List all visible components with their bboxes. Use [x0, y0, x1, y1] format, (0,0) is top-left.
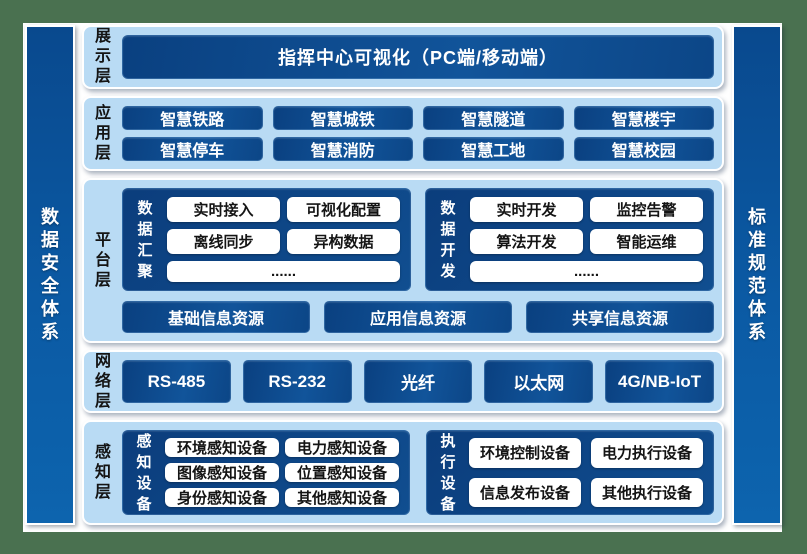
app-box-smart-building: 智慧楼宇	[573, 106, 714, 130]
group-data-development: 数据开发 实时开发 监控告警 算法开发 智能运维 ......	[425, 188, 714, 291]
group-data-aggregation-grid: 实时接入 可视化配置 离线同步 异构数据 ......	[167, 197, 400, 282]
platform-resources: 基础信息资源 应用信息资源 共享信息资源	[122, 301, 714, 333]
pillar-data-security-label: 数据安全体系	[41, 207, 59, 342]
layer-perception-label: 感知层	[94, 443, 111, 501]
feature-box-realtime-access: 实时接入	[167, 197, 280, 222]
layer-display: 展示层 指挥中心可视化（PC端/移动端）	[82, 25, 724, 89]
feature-box-heterogeneous-data: 异构数据	[287, 229, 400, 254]
perception-groups: 感知设备 环境感知设备 电力感知设备 图像感知设备 位置感知设备 身份感知设备 …	[122, 430, 714, 515]
layer-perception-content: 感知设备 环境感知设备 电力感知设备 图像感知设备 位置感知设备 身份感知设备 …	[122, 422, 722, 523]
device-box-info-publish: 信息发布设备	[469, 477, 581, 507]
group-data-aggregation-label-col: 数据汇聚	[123, 197, 167, 282]
layer-application-content: 智慧铁路 智慧城铁 智慧隧道 智慧楼宇 智慧停车 智慧消防 智慧工地 智慧校园	[122, 98, 722, 169]
feature-box-ellipsis: ......	[167, 261, 400, 282]
group-sensing-devices-grid: 环境感知设备 电力感知设备 图像感知设备 位置感知设备 身份感知设备 其他感知设…	[165, 438, 399, 507]
layer-network-label: 网络层	[94, 352, 111, 410]
feature-box-offline-sync: 离线同步	[167, 229, 280, 254]
network-box-fiber: 光纤	[363, 360, 473, 403]
app-box-smart-campus: 智慧校园	[573, 137, 714, 161]
layer-platform: 平台层 数据汇聚 实时接入 可视化配置 离线同步 异构	[82, 178, 724, 343]
device-box-power-sensing: 电力感知设备	[285, 438, 399, 457]
layer-application-label-col: 应用层	[84, 98, 122, 169]
group-data-development-label: 数据开发	[440, 199, 456, 280]
group-data-development-grid: 实时开发 监控告警 算法开发 智能运维 ......	[470, 197, 703, 282]
app-box-smart-fire: 智慧消防	[272, 137, 413, 161]
resource-box-basic-info: 基础信息资源	[122, 301, 310, 333]
feature-box-realtime-dev: 实时开发	[470, 197, 583, 222]
layer-display-label: 展示层	[94, 28, 111, 85]
group-actuator-devices-label: 执行设备	[440, 432, 456, 513]
layer-application-label: 应用层	[94, 104, 111, 162]
layer-platform-label-col: 平台层	[84, 180, 122, 341]
feature-box-monitor-alert: 监控告警	[590, 197, 703, 222]
application-grid: 智慧铁路 智慧城铁 智慧隧道 智慧楼宇 智慧停车 智慧消防 智慧工地 智慧校园	[122, 106, 714, 161]
device-box-location-sensing: 位置感知设备	[285, 463, 399, 482]
network-grid: RS-485 RS-232 光纤 以太网 4G/NB-IoT	[122, 360, 714, 403]
device-box-image-sensing: 图像感知设备	[165, 463, 279, 482]
layer-application: 应用层 智慧铁路 智慧城铁 智慧隧道 智慧楼宇 智慧停车 智慧消防 智慧工地 智…	[82, 96, 724, 171]
group-data-aggregation: 数据汇聚 实时接入 可视化配置 离线同步 异构数据 ......	[122, 188, 411, 291]
app-box-smart-metro: 智慧城铁	[272, 106, 413, 130]
group-sensing-devices-label: 感知设备	[136, 432, 152, 513]
app-box-smart-site: 智慧工地	[423, 137, 564, 161]
group-actuator-devices-label-col: 执行设备	[427, 433, 469, 513]
feature-box-ellipsis: ......	[470, 261, 703, 282]
layer-perception: 感知层 感知设备 环境感知设备 电力感知设备 图像感知设备 位置感知设备 身份感…	[82, 420, 724, 525]
command-center-banner: 指挥中心可视化（PC端/移动端）	[122, 35, 714, 79]
group-sensing-devices: 感知设备 环境感知设备 电力感知设备 图像感知设备 位置感知设备 身份感知设备 …	[122, 430, 410, 515]
network-box-4g-nbiot: 4G/NB-IoT	[605, 360, 714, 403]
network-box-rs485: RS-485	[122, 360, 231, 403]
pillar-data-security: 数据安全体系	[25, 25, 75, 525]
layer-display-content: 指挥中心可视化（PC端/移动端）	[122, 27, 722, 87]
feature-box-algorithm-dev: 算法开发	[470, 229, 583, 254]
layer-network-label-col: 网络层	[84, 352, 122, 411]
network-box-ethernet: 以太网	[484, 360, 594, 403]
device-box-identity-sensing: 身份感知设备	[165, 488, 279, 507]
group-actuator-devices: 执行设备 环境控制设备 电力执行设备 信息发布设备 其他执行设备	[426, 430, 714, 515]
layer-platform-content: 数据汇聚 实时接入 可视化配置 离线同步 异构数据 ......	[122, 180, 722, 341]
app-box-smart-railway: 智慧铁路	[122, 106, 263, 130]
app-box-smart-parking: 智慧停车	[122, 137, 263, 161]
device-box-power-actuator: 电力执行设备	[591, 438, 703, 468]
device-box-env-sensing: 环境感知设备	[165, 438, 279, 457]
platform-groups: 数据汇聚 实时接入 可视化配置 离线同步 异构数据 ......	[122, 188, 714, 291]
pillar-standards-label: 标准规范体系	[748, 207, 766, 342]
layer-stack: 展示层 指挥中心可视化（PC端/移动端） 应用层 智慧铁路 智慧城铁 智慧隧道 …	[82, 25, 724, 525]
group-data-development-label-col: 数据开发	[426, 197, 470, 282]
group-actuator-devices-grid: 环境控制设备 电力执行设备 信息发布设备 其他执行设备	[469, 438, 703, 507]
group-data-aggregation-label: 数据汇聚	[137, 199, 153, 280]
diagram-canvas: 数据安全体系 标准规范体系 展示层 指挥中心可视化（PC端/移动端） 应用层 智…	[23, 23, 782, 532]
layer-network: 网络层 RS-485 RS-232 光纤 以太网 4G/NB-IoT	[82, 350, 724, 413]
network-box-rs232: RS-232	[242, 360, 352, 403]
feature-box-intelligent-ops: 智能运维	[590, 229, 703, 254]
app-box-smart-tunnel: 智慧隧道	[423, 106, 564, 130]
device-box-other-actuator: 其他执行设备	[591, 477, 703, 507]
layer-perception-label-col: 感知层	[84, 422, 122, 523]
device-box-other-sensing: 其他感知设备	[285, 488, 399, 507]
layer-network-content: RS-485 RS-232 光纤 以太网 4G/NB-IoT	[122, 352, 722, 411]
resource-box-application-info: 应用信息资源	[324, 301, 512, 333]
group-sensing-devices-label-col: 感知设备	[123, 433, 165, 513]
pillar-standards: 标准规范体系	[732, 25, 782, 525]
device-box-env-control: 环境控制设备	[469, 438, 581, 468]
resource-box-shared-info: 共享信息资源	[526, 301, 714, 333]
layer-display-label-col: 展示层	[84, 27, 122, 87]
feature-box-visual-config: 可视化配置	[287, 197, 400, 222]
layer-platform-label: 平台层	[94, 231, 111, 289]
